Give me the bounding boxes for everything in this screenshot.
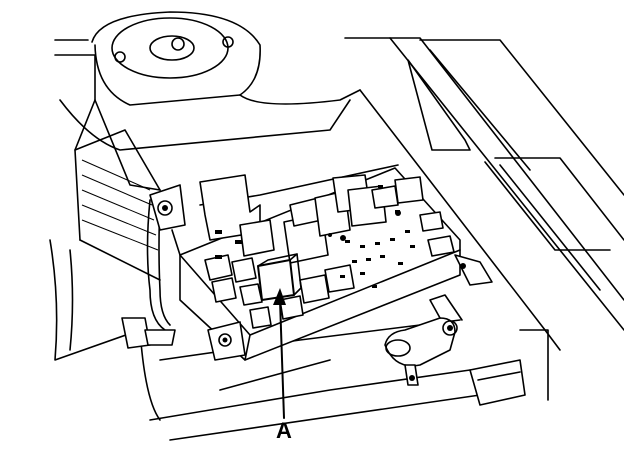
- strut-tower: [54, 11, 361, 151]
- fuse-slots: [215, 185, 415, 288]
- callout-label-a: A: [276, 418, 292, 443]
- inner-panel: [49, 54, 161, 361]
- fender-rails: [344, 37, 624, 401]
- callout-arrow: [273, 288, 286, 419]
- relay-a: [257, 259, 295, 301]
- lower-tray: [139, 319, 481, 441]
- relays: [199, 174, 455, 329]
- battery-terminal: [384, 294, 526, 406]
